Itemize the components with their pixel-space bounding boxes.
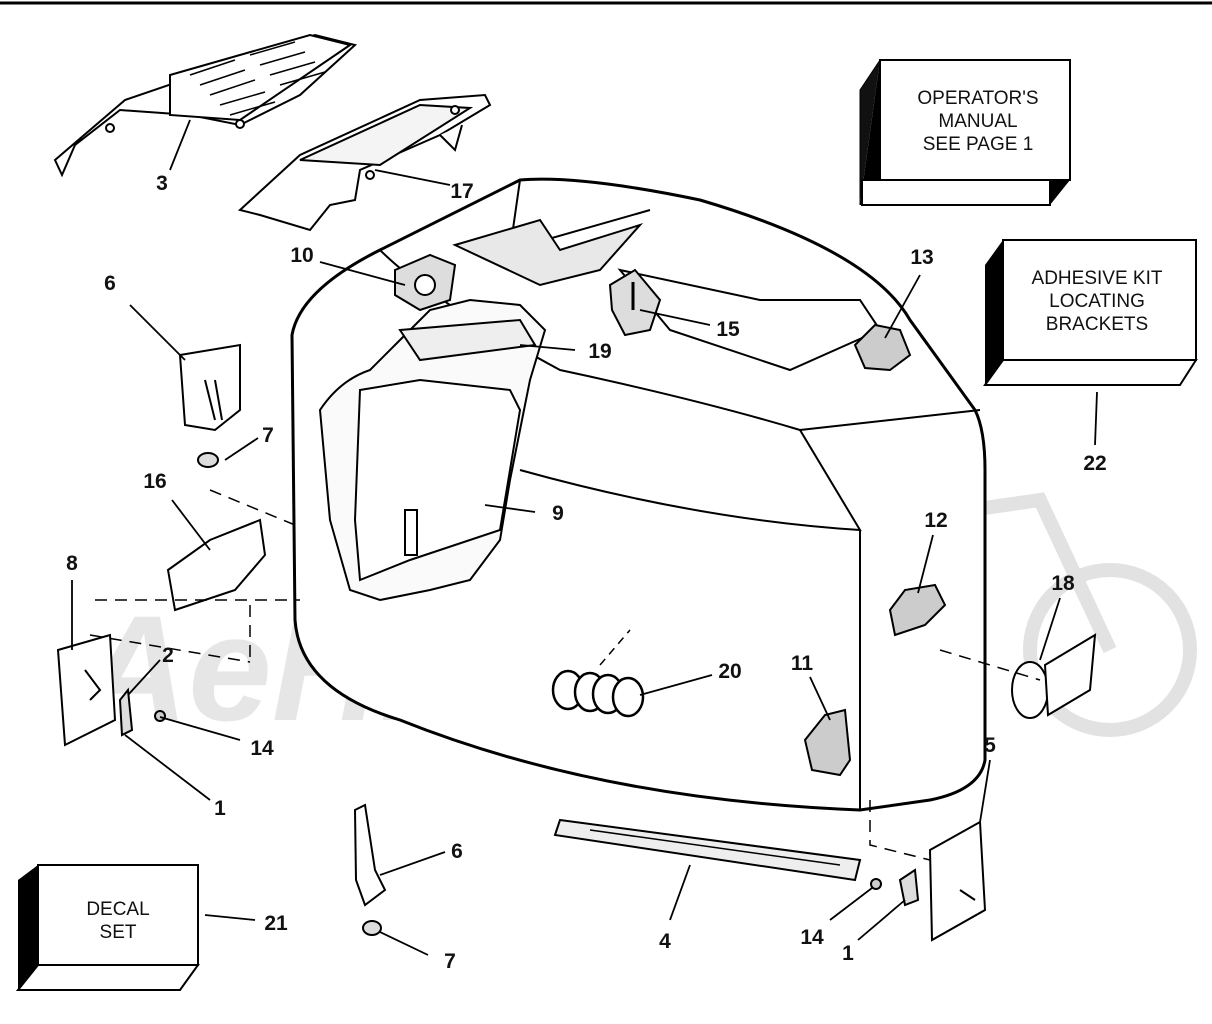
adhesive-kit-line-3: BRACKETS [1046,314,1148,335]
decal-set-line-2: SET [100,922,137,943]
callout-13: 13 [910,246,933,269]
part-3-grille-cover [53,33,358,178]
decal-set-box [15,864,200,991]
part-15-decal [608,268,662,337]
callout-8: 8 [66,552,78,575]
part-18-plug [1011,633,1097,719]
part-9-cutaway [318,298,547,602]
adhesive-kit-box [983,239,1198,386]
leader-lines [71,119,1098,956]
callout-1-left: 1 [214,797,226,820]
callout-17: 17 [450,180,473,203]
adhesive-kit-line-2: LOCATING [1049,291,1145,312]
callout-5: 5 [984,734,996,757]
part-6-lower-bracket [353,803,387,936]
callout-12: 12 [924,509,947,532]
assembly-dashed-lines [89,489,1041,861]
callout-18: 18 [1051,572,1075,595]
callout-7-upper: 7 [262,424,274,447]
callout-6-lower: 6 [451,840,463,863]
part-11-decal [803,708,852,777]
callout-9: 9 [552,502,564,525]
callout-21: 21 [264,912,288,935]
callout-16: 16 [143,470,166,493]
operators-manual-line-3: SEE PAGE 1 [923,134,1034,155]
callout-22: 22 [1083,452,1106,475]
operators-manual-line-2: MANUAL [938,111,1017,132]
callout-15: 15 [716,318,740,341]
callout-7-lower: 7 [444,950,456,973]
callout-1-right: 1 [842,942,854,965]
part-13-decal [853,323,912,372]
part-17-rear-cover [237,93,492,232]
callout-6-upper: 6 [104,272,116,295]
part-8-plate [56,633,134,747]
callout-20: 20 [718,660,741,683]
part-10-decal [394,253,457,312]
callout-14-right: 14 [800,926,824,949]
callout-11: 11 [791,652,814,675]
part-12-decal [888,583,947,637]
callout-4: 4 [659,930,671,953]
part-20-circles [551,629,645,718]
part-16-plate [166,518,267,612]
decal-set-line-1: DECAL [86,899,149,920]
operators-manual-line-1: OPERATOR'S [917,88,1038,109]
part-6-upper-bracket [178,343,241,468]
callout-19: 19 [588,340,611,363]
callout-14-left: 14 [250,737,274,760]
part-4-rail [553,818,862,882]
callout-2: 2 [162,644,174,667]
callout-3: 3 [156,172,168,195]
adhesive-kit-line-1: ADHESIVE KIT [1032,268,1163,289]
part-5-plate [898,820,987,942]
operators-manual-box [859,59,1071,206]
callout-10: 10 [290,244,313,267]
